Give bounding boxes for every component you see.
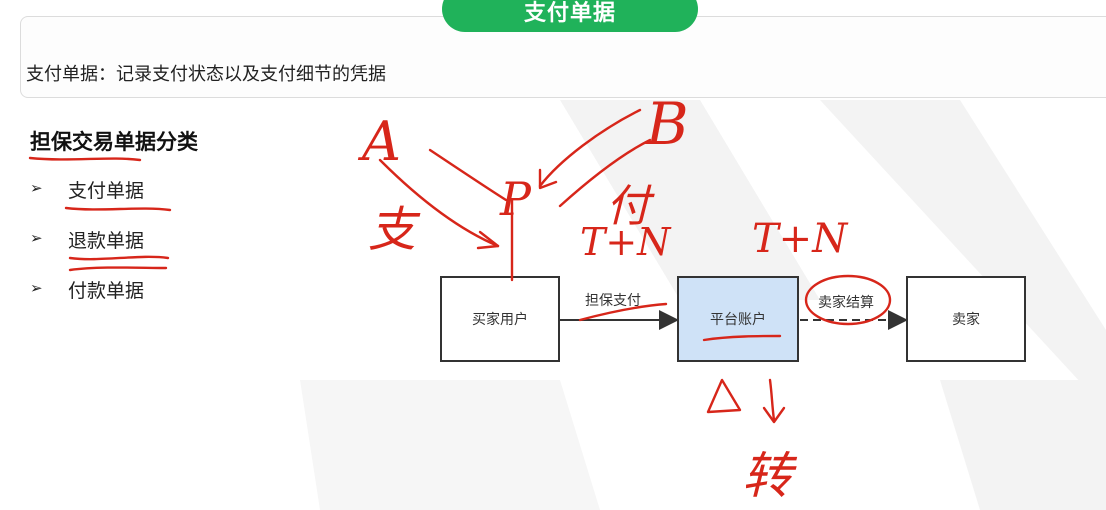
- category-label: 付款单据: [68, 280, 145, 302]
- handwritten-fu: 付: [606, 181, 650, 232]
- handwritten-tn-right: T+N: [752, 216, 848, 262]
- category-list: ➢ 支付单据 ➢ 退款单据 ➢ 付款单据: [30, 176, 144, 326]
- handwritten-zhuan: 转: [742, 447, 792, 505]
- category-item-payment: ➢ 支付单据: [30, 176, 144, 226]
- category-heading: 担保交易单据分类: [30, 130, 198, 154]
- handwritten-p: P: [500, 172, 531, 226]
- handwritten-a: A: [362, 110, 401, 173]
- buyer-node: 买家用户: [440, 276, 560, 362]
- platform-account-node: 平台账户: [677, 276, 799, 362]
- category-label: 退款单据: [68, 230, 145, 252]
- handwritten-zhi: 支: [368, 202, 417, 258]
- arrow-bullet-icon: ➢: [30, 279, 43, 297]
- description-text: 支付单据：记录支付状态以及支付细节的凭据: [26, 64, 386, 85]
- category-item-refund: ➢ 退款单据: [30, 226, 144, 276]
- seller-settlement-label: 卖家结算: [818, 295, 874, 311]
- arrow-bullet-icon: ➢: [30, 229, 43, 247]
- category-item-payout: ➢ 付款单据: [30, 276, 144, 326]
- category-label: 支付单据: [68, 180, 145, 202]
- page-title: 支付单据: [442, 0, 698, 32]
- arrow-bullet-icon: ➢: [30, 179, 43, 197]
- handwritten-b: B: [646, 90, 689, 158]
- handwritten-tn-left: T+N: [580, 220, 671, 264]
- seller-node: 卖家: [906, 276, 1026, 362]
- escrow-payment-label: 担保支付: [585, 293, 641, 309]
